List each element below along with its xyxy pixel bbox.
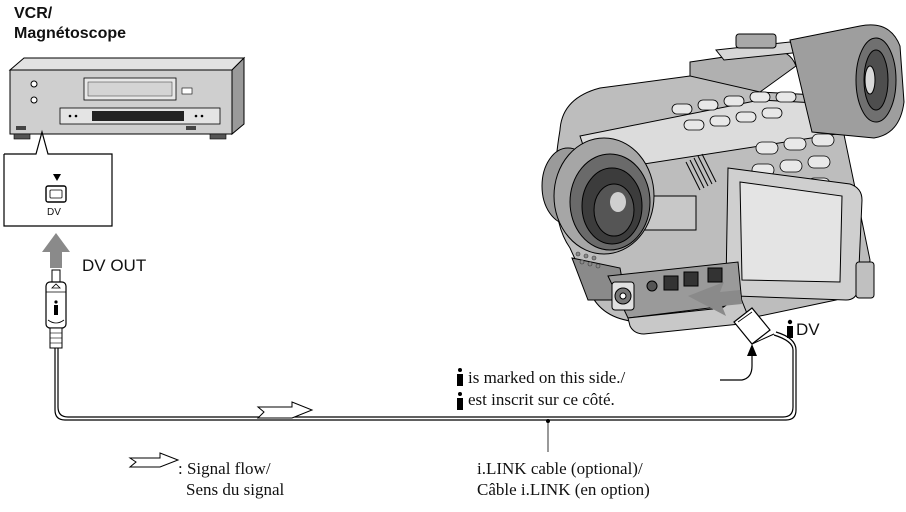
ilink-icon (457, 368, 463, 386)
cable-label: i.LINK cable (optional)/ Câble i.LINK (e… (477, 458, 650, 500)
ilink-icon (457, 392, 463, 410)
dv-jack-label: DV (47, 207, 61, 218)
marked-note-line2: est inscrit sur ce côté. (468, 390, 615, 409)
legend: : Signal flow/ Sens du signal (178, 458, 284, 500)
ilink-icon (54, 300, 58, 304)
signal-up-arrow-icon (42, 233, 70, 268)
cable-label-line2: Câble i.LINK (en option) (477, 480, 650, 499)
signal-flow-arrow-icon (128, 452, 180, 468)
cable-label-line1: i.LINK cable (optional)/ (477, 459, 643, 478)
marked-note-line1: is marked on this side./ (468, 368, 626, 387)
vcr-label-line1: VCR/ (14, 5, 53, 22)
dv-out-label: DV OUT (82, 256, 147, 275)
dv-plug-right (688, 282, 775, 345)
legend-line1: : Signal flow/ (178, 459, 271, 478)
legend-line2: Sens du signal (186, 480, 285, 499)
dv-plug-left (45, 269, 67, 349)
dv-jack-callout (3, 129, 113, 227)
arrow-right-icon (688, 282, 742, 316)
triangle-down-icon (53, 174, 61, 181)
ilink-icon (787, 319, 793, 338)
vcr-label: VCR/ Magnétoscope (14, 4, 126, 44)
vcr-device (8, 56, 246, 140)
note-pointer (720, 352, 753, 381)
camcorder (541, 24, 905, 335)
camera-dv-label: DV (796, 320, 820, 339)
ilink-cable (54, 331, 797, 452)
signal-flow-arrow-icon (256, 401, 314, 419)
marked-note: is marked on this side./ est inscrit sur… (468, 367, 625, 411)
vcr-label-line2: Magnétoscope (14, 25, 127, 42)
